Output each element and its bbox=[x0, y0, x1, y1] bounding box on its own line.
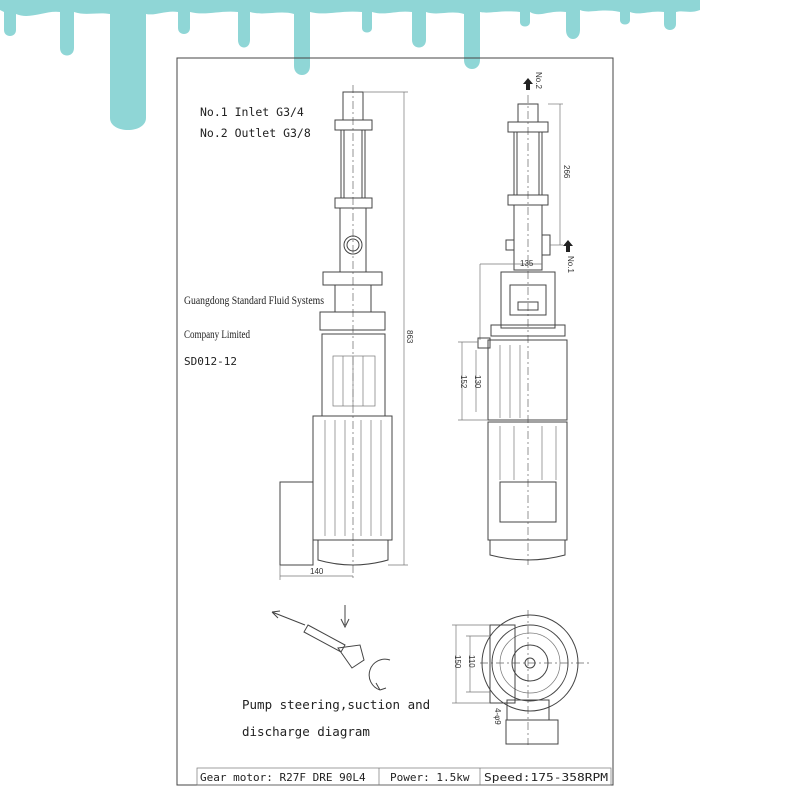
steering-diagram: Pump steering,suction and discharge diag… bbox=[242, 605, 430, 739]
discharge-arrow-icon bbox=[271, 610, 306, 626]
inlet-label: No.1 Inlet G3/4 bbox=[200, 105, 304, 119]
caption-line1: Pump steering,suction and bbox=[242, 697, 430, 712]
caption-line2: discharge diagram bbox=[242, 724, 370, 739]
suction-arrow-icon bbox=[340, 605, 350, 629]
dim-150: 150 bbox=[453, 655, 462, 669]
dim-266: 266 bbox=[562, 165, 571, 179]
dim-140: 140 bbox=[310, 567, 324, 576]
spec-table: Gear motor: R27F DRE 90L4 Power: 1.5kw S… bbox=[177, 767, 613, 786]
dim-130: 130 bbox=[473, 375, 482, 389]
front-view: 863 140 bbox=[279, 85, 414, 580]
company-name-line1: Guangdong Standard Fluid Systems bbox=[184, 293, 324, 307]
label-no1: No.1 bbox=[566, 256, 575, 273]
side-view: No.2 266 No.1 135 152 130 bbox=[458, 72, 575, 565]
dim-110: 110 bbox=[467, 655, 476, 668]
dim-holes: 4-φ9 bbox=[493, 708, 502, 725]
drip-decoration bbox=[0, 0, 700, 130]
dim-152: 152 bbox=[459, 375, 468, 389]
gear-motor-spec: Gear motor: R27F DRE 90L4 bbox=[200, 771, 366, 784]
company-name-line2: Company Limited bbox=[184, 327, 250, 341]
label-no2: No.2 bbox=[534, 72, 543, 89]
base-view: 150 110 4-φ9 bbox=[452, 610, 590, 745]
model-number: SD012-12 bbox=[184, 355, 237, 368]
rotation-arrow-icon bbox=[368, 658, 391, 691]
dim-863: 863 bbox=[405, 330, 414, 344]
power-spec: Power: 1.5kw bbox=[390, 771, 470, 784]
dim-135: 135 bbox=[520, 259, 534, 268]
outlet-label: No.2 Outlet G3/8 bbox=[200, 126, 311, 140]
speed-spec: Speed:175-358RPM bbox=[484, 771, 608, 784]
